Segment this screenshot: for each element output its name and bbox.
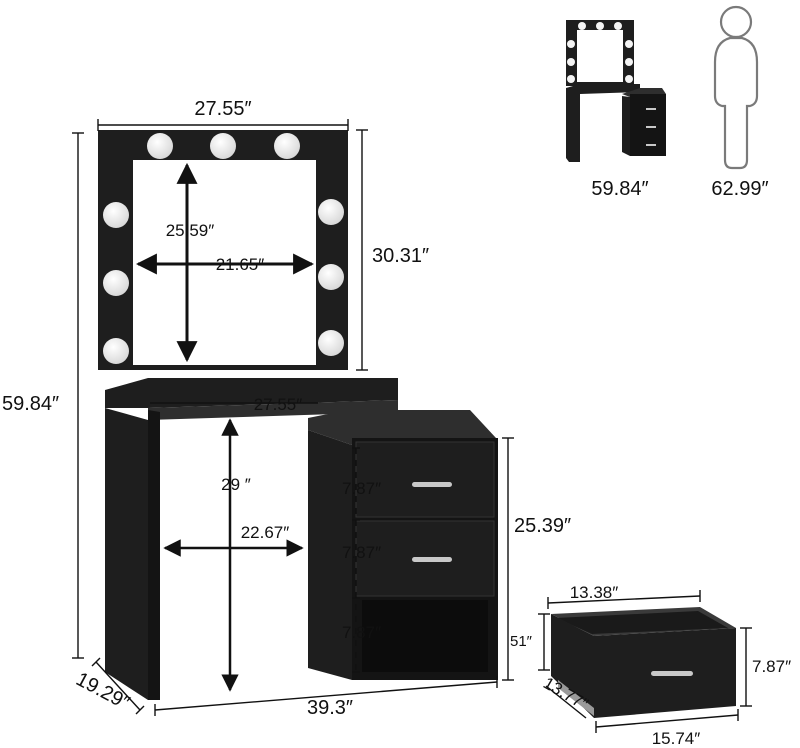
mini-vanity	[566, 20, 666, 162]
main-labels: 27.55″ 25.59″ 21.65″ 30.31″ 59.84″ 27.55…	[2, 98, 571, 719]
bulb-icon	[614, 22, 622, 30]
drawer-handle-icon	[646, 144, 656, 146]
drawer-handle-icon	[412, 482, 452, 487]
mini-desk-top	[566, 84, 640, 94]
label-vanity-height-compare: 59.84″	[591, 178, 648, 200]
main-dimension-lines	[72, 119, 514, 716]
cabinet-side	[308, 430, 352, 680]
label-leg-height: 29 ″	[221, 475, 251, 494]
label-mirror-frame-height: 30.31″	[372, 245, 429, 267]
mini-cabinet-front	[630, 94, 666, 156]
label-drawer-2: 7.87″	[342, 543, 381, 562]
bulb-icon	[625, 58, 633, 66]
label-mirror-frame-width: 27.55″	[194, 98, 251, 120]
label-total-width: 39.3″	[307, 697, 353, 719]
bulb-icon	[318, 199, 344, 225]
drawer-handle-icon	[646, 108, 656, 110]
bulb-icon	[567, 75, 575, 83]
bulb-icon	[567, 58, 575, 66]
drawer-inner-floor	[556, 611, 728, 634]
mini-left-leg	[566, 94, 580, 162]
bulb-icon	[318, 264, 344, 290]
bulb-icon	[274, 133, 300, 159]
label-cabinet-height: 25.39″	[514, 515, 571, 537]
bulb-icon	[578, 22, 586, 30]
bulb-icon	[103, 202, 129, 228]
label-knee-width: 22.67″	[241, 523, 290, 542]
bulb-icon	[103, 338, 129, 364]
mini-mirror-glass	[577, 30, 623, 82]
drawer-front-1	[355, 441, 495, 518]
drawer-dimension-lines	[538, 590, 752, 733]
cabinet-top	[308, 410, 496, 445]
label-total-height: 59.84″	[2, 393, 59, 415]
drawer-left-side	[551, 614, 594, 718]
bulb-icon	[210, 133, 236, 159]
label-drawer-inner-width: 13.38″	[570, 583, 619, 602]
drawer-handle-icon	[646, 126, 656, 128]
drawer-handle-icon	[651, 671, 693, 676]
drawer-detail	[551, 607, 736, 718]
left-leg-front	[148, 410, 160, 700]
person-silhouette-icon	[713, 5, 759, 170]
drawer-rail	[558, 680, 594, 716]
label-drawer-inner-height: 51″	[510, 633, 533, 650]
label-drawer-width: 15.74″	[652, 729, 701, 748]
open-shelf	[362, 600, 488, 672]
vanity-main	[98, 130, 498, 700]
label-drawer-front-height: 7.87″	[752, 657, 791, 676]
drawer-handle-icon	[412, 557, 452, 562]
label-person-height-compare: 62.99″	[711, 178, 768, 200]
mini-cabinet-side	[622, 96, 630, 156]
bulb-icon	[103, 270, 129, 296]
bulb-icon	[625, 40, 633, 48]
label-desk-width: 27.55″	[254, 395, 303, 414]
desk-edge	[148, 400, 398, 420]
desk-top	[105, 378, 398, 408]
bulb-icon	[567, 40, 575, 48]
bulb-icon	[318, 330, 344, 356]
label-mirror-height: 25.59″	[166, 221, 215, 240]
bulb-icon	[596, 22, 604, 30]
left-leg	[105, 408, 160, 700]
bulbs	[103, 133, 344, 364]
label-mirror-width: 21.65″	[216, 255, 265, 274]
label-drawer-1: 7.87″	[342, 479, 381, 498]
bulb-icon	[625, 75, 633, 83]
label-drawer-3: 7.87″	[342, 623, 381, 642]
bulb-icon	[147, 133, 173, 159]
size-comparison: 59.84″ 62.99″	[566, 5, 769, 200]
